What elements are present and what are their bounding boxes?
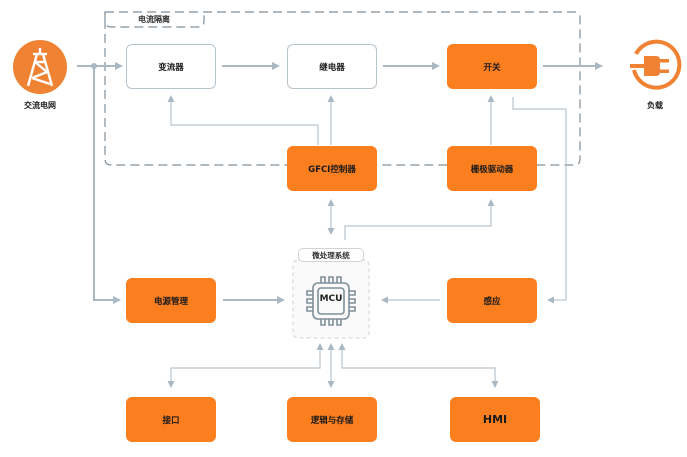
mains-label: 交流电网 [24,101,56,110]
chip-icon[interactable]: MCU [302,272,360,330]
interface-block[interactable]: 接口 [126,397,216,442]
gate-driver-block[interactable]: 栅极驱动器 [447,146,537,191]
micro-group-border [292,259,370,339]
micro-group-label: 微处理系统 [298,248,364,262]
switch-block[interactable]: 开关 [447,44,537,89]
power-management-block[interactable]: 电源管理 [126,278,216,323]
sensing-block[interactable]: 感应 [447,278,537,323]
relay-block[interactable]: 继电器 [287,44,377,89]
load-label: 负载 [647,101,663,110]
mcu-label: MCU [319,294,343,304]
power-tower-icon [13,40,67,94]
gfci-controller-block[interactable]: GFCI控制器 [287,146,377,191]
converter-block[interactable]: 变流器 [126,44,216,89]
isolation-label-border [104,12,205,28]
logic-storage-block[interactable]: 逻辑与存储 [287,397,377,442]
isolation-group-border [104,11,581,166]
isolation-group-label: 电流隔离 [138,14,170,24]
hmi-block[interactable]: HMI [450,397,540,442]
plug-icon [626,36,682,92]
